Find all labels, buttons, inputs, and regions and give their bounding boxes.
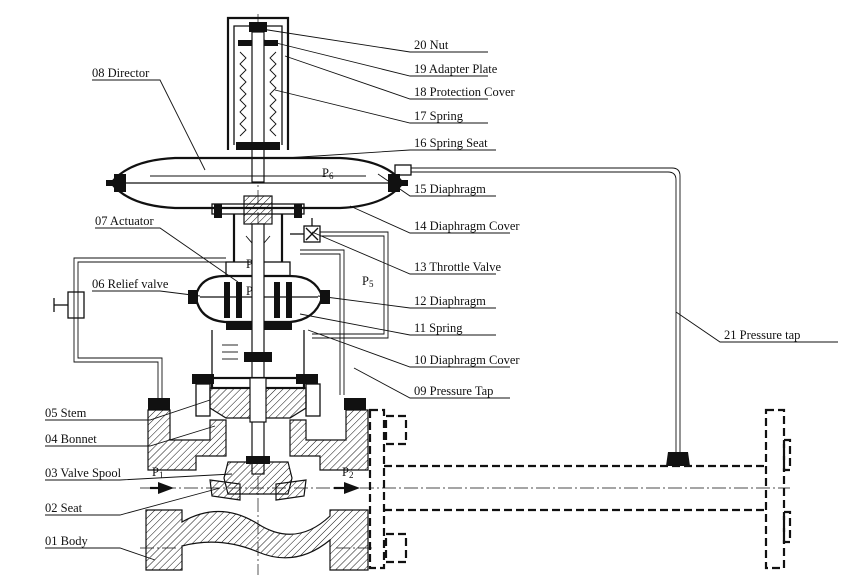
actuator-spring-4 xyxy=(286,282,292,318)
protection-cover xyxy=(226,16,290,150)
director-bolt-right xyxy=(388,174,400,192)
callout-16-spring-seat: 16 Spring Seat xyxy=(414,136,488,150)
callout-21-pressure-tap: 21 Pressure tap xyxy=(724,328,800,342)
flange-bolt-1 xyxy=(214,204,222,218)
bonnet-assembly xyxy=(192,374,321,423)
actuator-spring-3 xyxy=(274,282,280,318)
throttle-valve xyxy=(290,218,321,243)
bolt-head-right xyxy=(400,180,408,186)
callout-06-relief-valve: 06 Relief valve xyxy=(92,277,169,291)
callout-07-actuator: 07 Actuator xyxy=(95,214,155,228)
tap-fitting-left xyxy=(148,398,170,410)
director-valve-body xyxy=(243,195,273,225)
callout-19-adapter-plate: 19 Adapter Plate xyxy=(414,62,498,76)
callout-15-diaphragm: 15 Diaphragm xyxy=(414,182,486,196)
bonnet-stud-right xyxy=(305,383,321,417)
callout-12-diaphragm: 12 Diaphragm xyxy=(414,294,486,308)
callout-04-bonnet: 04 Bonnet xyxy=(45,432,97,446)
director-bolt-left xyxy=(114,174,126,192)
pressure-label-p2: P2 xyxy=(342,465,353,480)
body-upper-left xyxy=(147,409,227,471)
stem-connector xyxy=(244,352,272,362)
pipe-flange-bolt-bottom xyxy=(384,532,408,564)
valve-body xyxy=(140,398,790,571)
tap-fitting-right xyxy=(344,398,366,410)
bonnet-nut-right xyxy=(296,374,318,384)
bonnet-nut-left xyxy=(192,374,214,384)
main-stem xyxy=(251,223,265,475)
actuator-bolt-right xyxy=(320,290,330,304)
spool-nut xyxy=(246,456,270,464)
body-upper-right xyxy=(289,409,369,471)
downstream-pipe xyxy=(368,408,792,570)
callout-02-seat: 02 Seat xyxy=(45,501,83,515)
actuator-spring-1 xyxy=(224,282,230,318)
tube-21-outer xyxy=(411,167,681,452)
tube-21-inner xyxy=(411,171,677,452)
bolt-head-left xyxy=(106,180,114,186)
callout-labels: 20 Nut 19 Adapter Plate 18 Protection Co… xyxy=(45,38,800,548)
actuator-assembly xyxy=(188,223,330,475)
callout-18-protection-cover: 18 Protection Cover xyxy=(414,85,516,99)
callout-14-diaphragm-cover: 14 Diaphragm Cover xyxy=(414,219,520,233)
pressure-label-p5: P5 xyxy=(362,274,374,289)
relief-valve-body xyxy=(67,291,85,319)
tube-right-tap-outer xyxy=(300,249,345,395)
director-spring-right xyxy=(269,51,277,137)
pipe-flange-bolt-top xyxy=(384,414,408,446)
callout-13-throttle-valve: 13 Throttle Valve xyxy=(414,260,501,274)
throttle-valve-x2 xyxy=(305,227,319,241)
flange-bolt-2 xyxy=(294,204,302,218)
pilot-tubing xyxy=(53,167,690,466)
director-neck xyxy=(232,214,284,262)
callout-20-nut: 20 Nut xyxy=(414,38,449,52)
valve-spool xyxy=(223,461,293,495)
spring-seat xyxy=(236,142,280,150)
pipe-flange-right xyxy=(764,408,786,570)
body-lower xyxy=(145,509,369,571)
tube-relief-inner xyxy=(77,261,226,400)
director-upper-cover xyxy=(111,156,403,183)
bonnet-stud-left xyxy=(195,383,211,417)
pipe-flange-right-bolt-bottom xyxy=(782,510,792,544)
director-port-fitting xyxy=(394,164,412,176)
pressure-label-p1: P1 xyxy=(152,465,163,480)
pressure-label-p6: P6 xyxy=(322,166,334,181)
tube-relief-outer xyxy=(73,257,226,400)
callout-08-director: 08 Director xyxy=(92,66,150,80)
pipe-flange-right-bolt-top xyxy=(782,438,792,472)
director-spring-left xyxy=(239,51,247,137)
actuator-spring-2 xyxy=(236,282,242,318)
actuator-bolt-left xyxy=(188,290,198,304)
stem-packing xyxy=(249,377,267,423)
callout-10-diaphragm-cover: 10 Diaphragm Cover xyxy=(414,353,520,367)
tube-right-tap-inner xyxy=(300,253,341,395)
callout-03-valve-spool: 03 Valve Spool xyxy=(45,466,122,480)
tube-p5-outer xyxy=(312,231,389,339)
nut xyxy=(249,22,267,32)
callout-17-spring: 17 Spring xyxy=(414,109,464,123)
pressure-tap-21-fitting xyxy=(666,452,690,466)
callout-11-spring: 11 Spring xyxy=(414,321,463,335)
callout-01-body: 01 Body xyxy=(45,534,88,548)
callout-09-pressure-tap: 09 Pressure Tap xyxy=(414,384,493,398)
pipe-flange-left xyxy=(368,408,386,570)
callout-05-stem: 05 Stem xyxy=(45,406,87,420)
tube-p5-inner xyxy=(312,235,385,335)
director-stem xyxy=(251,31,265,183)
director-assembly xyxy=(106,16,412,262)
